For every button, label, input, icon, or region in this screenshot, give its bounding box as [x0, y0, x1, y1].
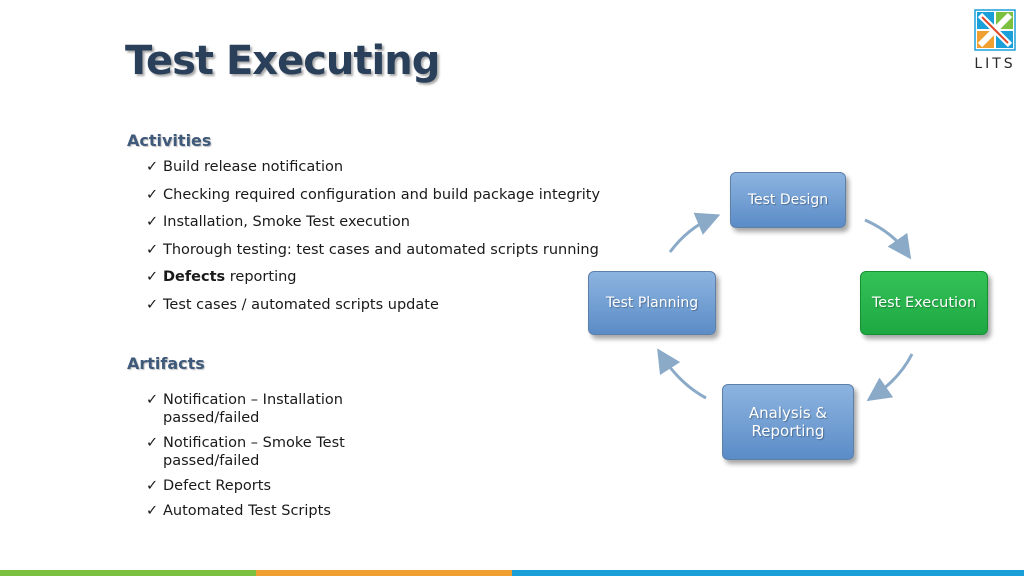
- footer-segment: [0, 570, 256, 576]
- defects-bold: Defects: [163, 269, 226, 285]
- footer-segment: [768, 570, 1024, 576]
- list-item: ✓Defect Reports: [146, 478, 271, 494]
- logo-text: LITS: [974, 56, 1016, 72]
- cycle-arrows: [657, 212, 914, 402]
- list-item: ✓Thorough testing: test cases and automa…: [146, 241, 600, 269]
- checkmark-icon: ✓: [146, 159, 159, 175]
- list-item: ✓Notification – Smoke Test passed/failed: [146, 435, 345, 469]
- list-item: ✓Test cases / automated scripts update: [146, 296, 600, 324]
- node-analysis-reporting: Analysis &Reporting: [722, 384, 854, 460]
- checkmark-icon: ✓: [146, 503, 159, 519]
- footer-segment: [256, 570, 512, 576]
- test-cycle-diagram: Test Design Test Execution Analysis &Rep…: [570, 160, 1010, 480]
- list-item: ✓Defects reporting: [146, 268, 600, 296]
- slide-title: Test Executing: [125, 38, 440, 84]
- lits-logo-icon: [974, 9, 1016, 51]
- checkmark-icon: ✓: [146, 296, 159, 313]
- checkmark-icon: ✓: [146, 269, 159, 285]
- node-test-execution: Test Execution: [860, 271, 988, 335]
- arrow-planning-to-design: [668, 212, 721, 253]
- list-item: ✓Installation, Smoke Test execution: [146, 213, 600, 241]
- node-test-planning: Test Planning: [588, 271, 716, 335]
- checkmark-icon: ✓: [146, 478, 159, 494]
- arrow-execution-to-analysis: [866, 353, 914, 402]
- footer-color-bar: [0, 570, 1024, 576]
- checkmark-icon: ✓: [146, 214, 159, 230]
- activities-list: ✓Build release notification ✓Checking re…: [146, 158, 600, 323]
- artifacts-heading: Artifacts: [127, 354, 205, 373]
- artifacts-list: ✓Notification – Installation passed/fail…: [146, 391, 356, 527]
- node-test-design: Test Design: [730, 172, 846, 228]
- checkmark-icon: ✓: [146, 241, 159, 258]
- arrow-design-to-execution: [864, 218, 912, 260]
- activities-heading: Activities: [127, 131, 212, 150]
- checkmark-icon: ✓: [146, 392, 159, 408]
- list-item: ✓Checking required configuration and bui…: [146, 186, 600, 214]
- list-item: ✓Notification – Installation passed/fail…: [146, 392, 343, 426]
- footer-segment: [512, 570, 768, 576]
- list-item: ✓Automated Test Scripts: [146, 503, 331, 519]
- arrow-analysis-to-planning: [657, 348, 707, 400]
- lits-logo: LITS: [970, 8, 1020, 74]
- list-item: ✓Build release notification: [146, 158, 600, 186]
- checkmark-icon: ✓: [146, 435, 159, 451]
- checkmark-icon: ✓: [146, 186, 159, 203]
